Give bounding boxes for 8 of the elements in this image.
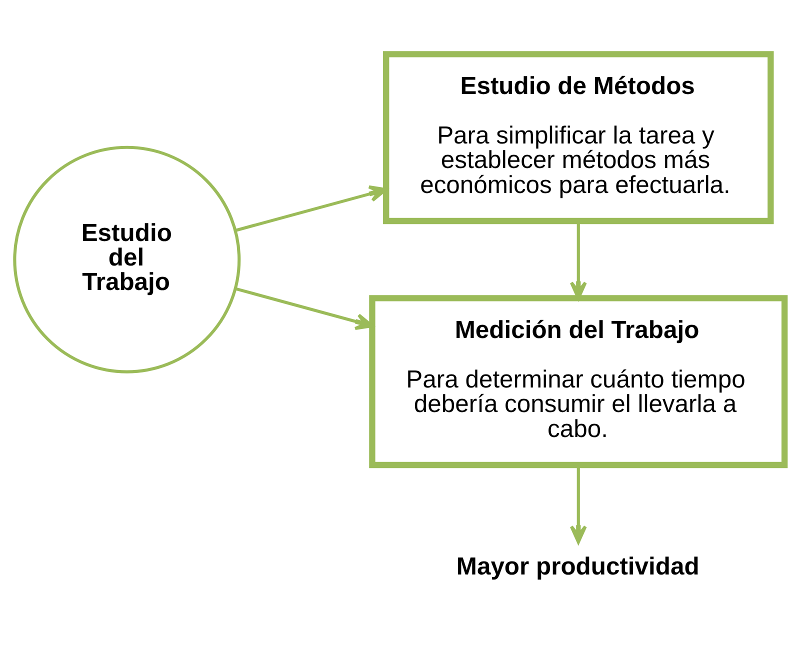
arrow [235,287,374,330]
node-box: Medición del Trabajo Para determinar cuánto tiempo debería consumir el llevarla a cabo. [369,295,788,468]
node-box: Estudio de Métodos Para simplificar la tarea y establecer métodos más económicos para efectuarla. [383,51,774,224]
arrow [570,221,587,300]
node-text: Mayor productividad [456,553,700,580]
node-circle: Estudio del Trabajo [13,146,241,374]
arrow [235,185,388,232]
arrow [570,466,587,544]
